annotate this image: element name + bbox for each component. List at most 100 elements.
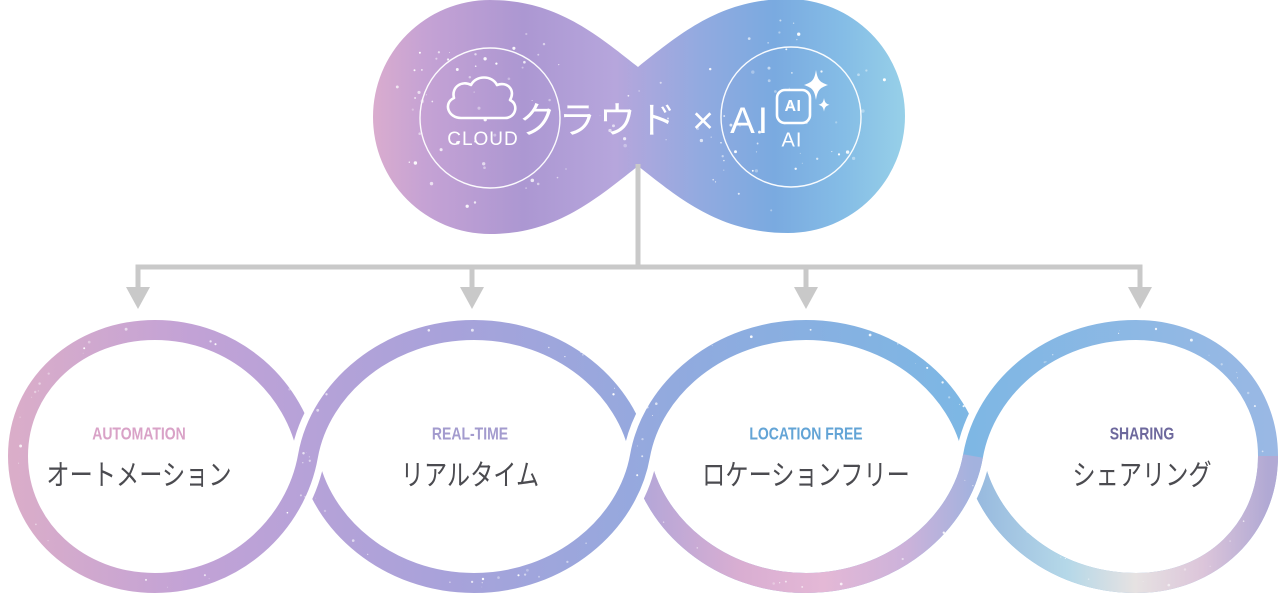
sparkle-dot	[483, 57, 486, 60]
sparkle-dot	[959, 404, 960, 405]
sparkle-dot	[495, 62, 497, 64]
feature-automation-ja-label: オートメーション	[46, 452, 231, 494]
sparkle-dot	[1167, 584, 1170, 587]
diagram-title: クラウド × AI	[519, 90, 771, 144]
sparkle-dot	[522, 67, 524, 69]
sparkle-dot	[791, 72, 793, 74]
sparkle-dot	[768, 67, 771, 70]
sparkle-dot	[525, 187, 527, 189]
sparkle-dot	[915, 363, 916, 364]
feature-sharing-ja-label: シェアリング	[1072, 452, 1211, 494]
sparkle-dot	[367, 554, 368, 555]
sparkle-dot	[456, 68, 459, 71]
sparkle-dot	[963, 405, 965, 407]
sparkle-dot	[47, 540, 48, 541]
sparkle-dot	[1118, 333, 1119, 334]
sparkle-dot	[1052, 354, 1053, 355]
ai-badge-text: AI	[785, 98, 802, 116]
sparkle-dot	[748, 37, 751, 40]
sparkle-dot	[647, 406, 649, 408]
sparkle-dot	[660, 82, 662, 84]
sparkle-dot	[1209, 355, 1210, 356]
sparkle-dot	[414, 69, 416, 71]
connector-stem	[636, 164, 641, 267]
sparkle-dot	[794, 168, 796, 170]
sparkle-dot	[309, 456, 310, 457]
sparkle-dot	[426, 94, 427, 95]
sparkle-dot	[512, 47, 515, 50]
sparkle-dot	[1237, 377, 1238, 378]
sparkle-dot	[204, 574, 206, 576]
sparkle-dot	[1119, 330, 1120, 331]
sparkle-dot	[1262, 451, 1264, 453]
sparkle-dot	[709, 68, 711, 70]
sparkle-dot	[1044, 361, 1046, 363]
sparkle-dot	[34, 391, 36, 393]
sparkle-dot	[641, 438, 643, 440]
sparkle-dot	[324, 510, 326, 512]
sparkle-dot	[1088, 578, 1090, 580]
sparkle-dot	[209, 578, 210, 579]
feature-realtime-en-label: REAL-TIME	[432, 424, 508, 445]
sparkle-dot	[309, 460, 311, 462]
sparkle-dot	[774, 90, 777, 93]
sparkle-dot	[302, 452, 304, 454]
sparkle-dot	[652, 415, 653, 416]
sparkle-dot	[637, 445, 638, 446]
sparkle-dot	[246, 346, 247, 347]
sparkle-dot	[557, 177, 559, 179]
sparkle-dot	[1155, 328, 1157, 330]
sparkle-dot	[482, 162, 485, 165]
sparkle-dot	[865, 69, 867, 71]
sparkle-dot	[325, 393, 327, 395]
sparkle-dot	[524, 573, 526, 575]
sparkle-dot	[1018, 391, 1019, 392]
sparkle-dot	[543, 43, 545, 45]
sparkle-dot	[1005, 443, 1007, 445]
sparkle-dot	[449, 52, 450, 53]
sparkle-dot	[752, 170, 754, 172]
sparkle-dot	[523, 61, 526, 64]
sparkle-dot	[723, 160, 724, 161]
sparkle-dot	[306, 452, 307, 453]
sparkle-dot	[722, 155, 724, 157]
sparkle-dot	[287, 512, 289, 514]
arrow-down-1	[126, 265, 150, 310]
sparkle-dot	[565, 168, 567, 170]
sparkle-dot	[738, 193, 740, 195]
arrow-down-4	[1128, 265, 1152, 310]
sparkle-dot	[756, 151, 757, 152]
sparkle-dot	[948, 396, 950, 398]
sparkle-dot	[789, 88, 790, 89]
sparkle-dot	[1221, 363, 1223, 365]
sparkle-dot	[1254, 405, 1256, 407]
sparkle-dot	[508, 77, 511, 80]
sparkle-dot	[431, 101, 433, 103]
sparkle-dot	[469, 76, 471, 78]
sparkle-dot	[316, 409, 319, 412]
cloud-label: CLOUD	[447, 129, 519, 151]
sparkle-dot	[1060, 557, 1061, 558]
sparkle-dot	[564, 356, 565, 357]
sparkle-dot	[537, 183, 540, 186]
sparkle-dot	[517, 574, 519, 576]
sparkle-dot	[779, 582, 780, 583]
sparkle-dot	[419, 52, 421, 54]
sparkle-dot	[428, 329, 431, 332]
sparkle-dot	[304, 496, 306, 498]
sparkle-dot	[18, 463, 19, 464]
sparkle-dot	[659, 525, 660, 526]
sparkle-dot	[712, 345, 713, 346]
sparkle-dot	[755, 169, 758, 172]
sparkle-dot	[972, 485, 973, 486]
sparkle-dot	[943, 532, 945, 534]
sparkle-dot	[696, 547, 698, 549]
sparkle-dot	[897, 343, 898, 344]
feature-automation-en-label: AUTOMATION	[92, 424, 186, 445]
sparkle-dot	[810, 329, 812, 331]
sparkle-dot	[820, 70, 822, 72]
arrow-down-2	[460, 265, 484, 310]
feature-realtime-ja-label: リアルタイム	[401, 452, 540, 494]
sparkle-dot	[435, 58, 437, 60]
sparkle-dot	[1243, 520, 1245, 522]
